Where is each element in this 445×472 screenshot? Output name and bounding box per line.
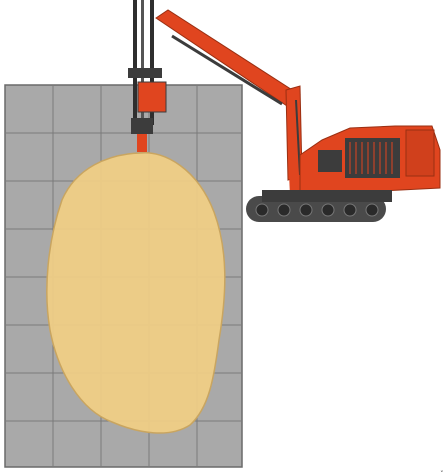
drill-head xyxy=(138,82,166,112)
track-roller xyxy=(278,204,290,216)
rear-panel xyxy=(406,130,434,176)
track-roller xyxy=(300,204,312,216)
cab-window xyxy=(318,150,342,172)
mast-clamp xyxy=(131,118,153,134)
track-roller xyxy=(256,204,268,216)
crawler-track xyxy=(246,190,392,222)
drill-bit xyxy=(137,134,147,152)
track-roller xyxy=(366,204,378,216)
track-roller xyxy=(344,204,356,216)
track-roller xyxy=(322,204,334,216)
track-frame xyxy=(262,190,392,202)
carrier xyxy=(300,126,440,195)
corner-mark: ˯ xyxy=(440,460,444,472)
mast-cradle xyxy=(128,68,162,78)
mast-rail-left xyxy=(133,0,137,125)
